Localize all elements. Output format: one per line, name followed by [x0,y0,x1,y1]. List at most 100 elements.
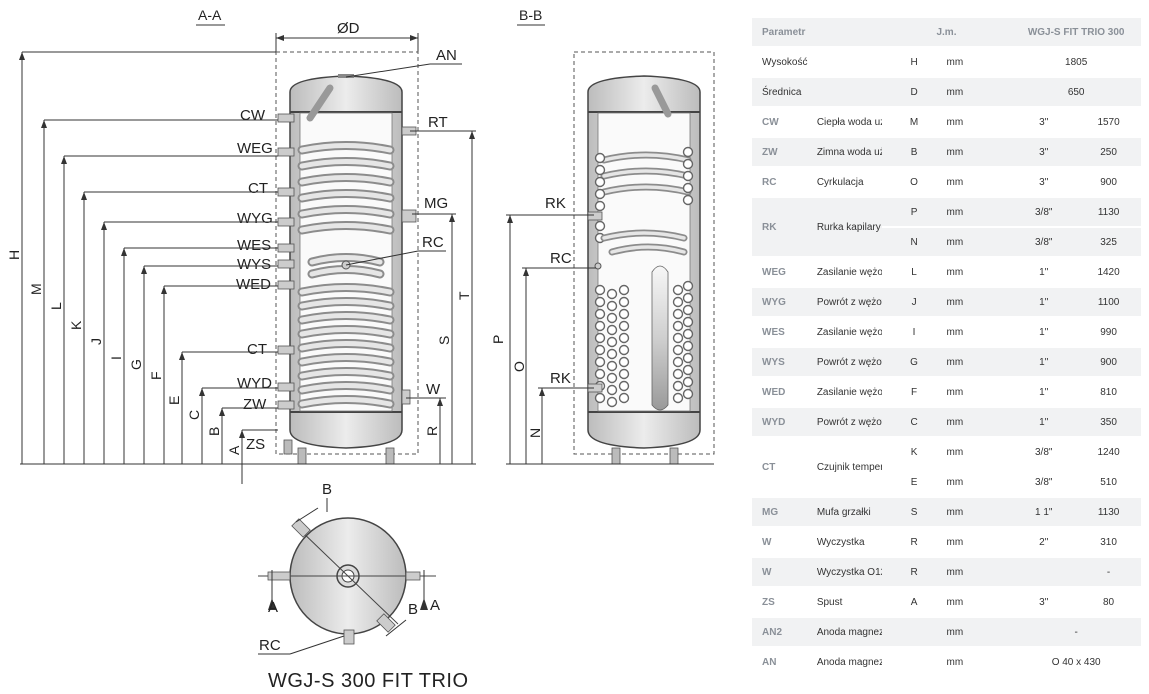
cell-value: 1100 [1076,287,1141,318]
cell-value: 510 [1076,467,1141,498]
cell-name: Rurka kapilary [816,197,882,258]
dim-8: E [166,396,182,405]
cell-symbol: E [881,467,947,498]
cell-symbol: I [881,317,947,348]
cell-size: 1" [1011,377,1077,408]
cell-size: 1" [1011,287,1077,318]
cell-value: 990 [1076,317,1141,348]
label-rc-bb: RC [550,250,572,267]
cell-name: Zasilanie wężownicy środkowej [816,317,882,348]
cell-unit: mm [946,377,1012,408]
label-left-4: WES [237,237,271,254]
cell-unit: mm [946,527,1012,558]
cell-symbol: P [881,197,947,228]
cell-code: ZW [752,137,817,168]
cell-value: 1130 [1076,497,1141,528]
label-left-7: CT [247,341,267,358]
cell-symbol: G [881,347,947,378]
cell-symbol: J [881,287,947,318]
cell-symbol: M [881,107,947,138]
cell-unit: mm [946,317,1012,348]
cell-value: 1420 [1076,257,1141,288]
cell-unit: mm [946,617,1012,648]
bottom-label-a-left: A [268,599,278,616]
label-left-6: WED [236,276,271,293]
dim-o: O [511,361,527,372]
cell-code: WES [752,317,817,348]
cell-size: 3/8" [1011,467,1077,498]
cell-name: Powrót z wężownicy dolnej [816,407,882,438]
cell-size: 1" [1011,257,1077,288]
cell-size: 3/8" [1011,227,1077,258]
label-rk-bottom: RK [550,370,571,387]
label-left-0: CW [240,107,266,124]
section-bb-label: B-B [519,7,542,23]
cell-symbol: N [881,227,947,258]
dim-2: L [48,302,64,310]
cell-symbol: K [881,437,947,468]
dim-4: J [88,338,104,345]
cell-code: AN [752,647,817,678]
cell-code: WEG [752,257,817,288]
dimension-lines-aa-right: TSR [424,131,475,464]
dim-5: I [108,356,124,360]
dim-6: G [128,359,144,370]
dim-right-0: T [456,291,472,300]
dim-1: M [28,283,44,295]
cell-unit: mm [946,137,1012,168]
section-bb: B-B RK RC RK P O N [490,7,715,465]
cell-name: Cyrkulacja [816,167,882,198]
cell-unit: mm [946,467,1012,498]
cell-symbol: C [881,407,947,438]
cell-symbol: F [881,377,947,408]
label-left-2: CT [248,180,268,197]
cell-name: Powrót z wężownicy środkowej [816,347,882,378]
cell-name: Zasilanie wężownicy dolnej [816,377,882,408]
cell-size [1011,557,1077,588]
cell-value: 900 [1076,167,1141,198]
dim-0: H [6,250,22,260]
label-left-1: WEG [237,140,273,157]
cell-value: 900 [1076,347,1141,378]
cell-value: 250 [1076,137,1141,168]
cell-value: 80 [1076,587,1141,618]
header-model: WGJ-S FIT TRIO 300 [1011,18,1141,48]
cell-code: ZS [752,587,817,618]
cell-symbol: H [881,47,947,78]
cell-value: - [1011,617,1141,648]
cell-size: 3" [1011,587,1077,618]
cell-symbol [881,617,947,648]
cell-unit: mm [946,197,1012,228]
cell-code: RK [752,197,817,258]
cell-unit: mm [946,437,1012,468]
cell-size: 1 1" [1011,497,1077,528]
cell-value: 650 [1011,77,1141,108]
cell-name: Wyczystka [816,527,882,558]
spec-table-header: Parametr J.m. WGJ-S FIT TRIO 300 [752,18,1141,48]
cell-code: WYG [752,287,817,318]
cell-symbol: R [881,557,947,588]
insulation-outline-bb [573,51,715,455]
cell-name: Spust [816,587,882,618]
dim-n: N [527,428,543,438]
dim-10: B [206,427,222,436]
cell-name: Zimna woda użytkowa [816,137,882,168]
label-an: AN [436,47,457,64]
cell-unit: mm [946,167,1012,198]
cell-name: Średnica [752,77,882,108]
cell-unit: mm [946,227,1012,258]
cell-name: Wysokość [752,47,882,78]
cell-unit: mm [946,107,1012,138]
cell-code: CW [752,107,817,138]
cell-code: RC [752,167,817,198]
